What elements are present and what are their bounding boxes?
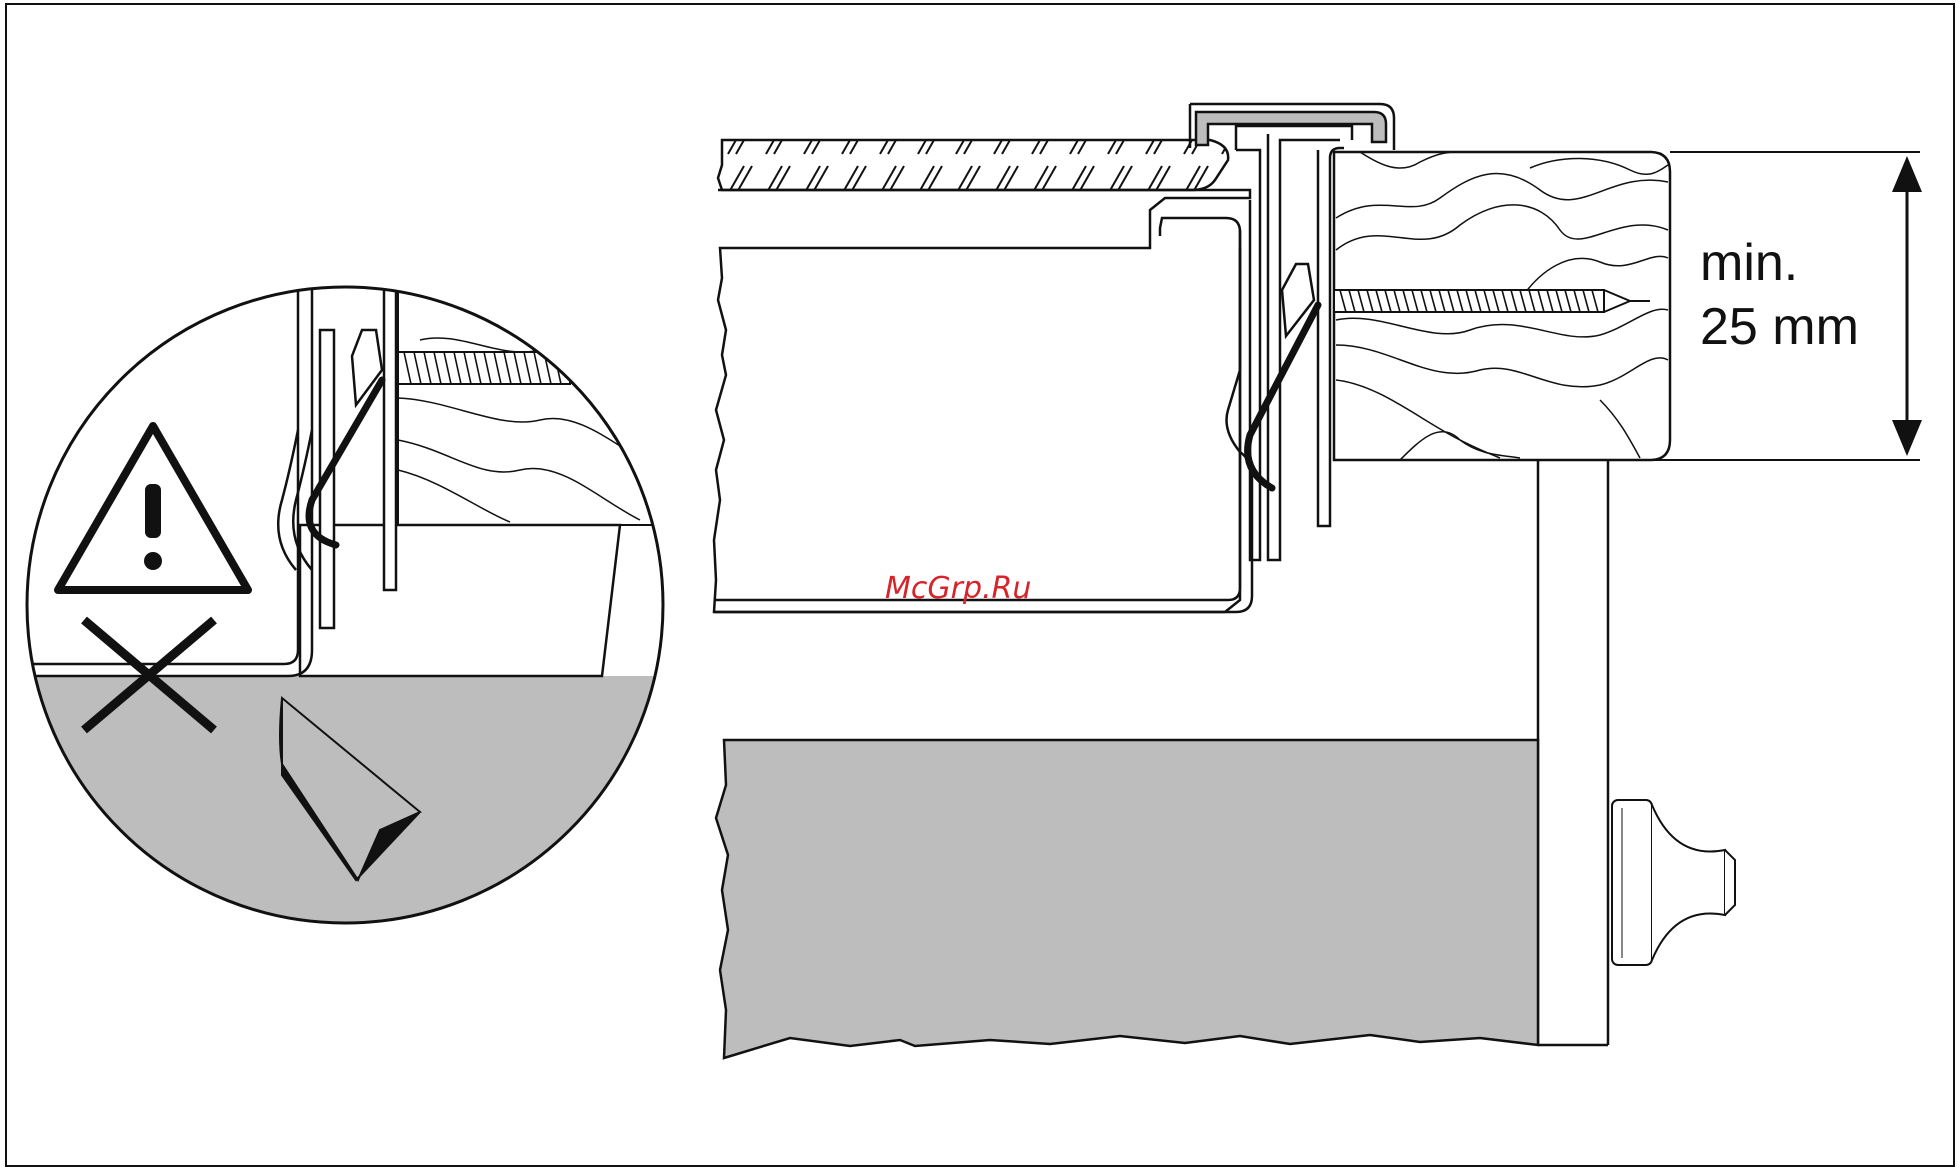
retaining-clip (1248, 305, 1318, 488)
dimension-arrow-down-icon (1892, 420, 1922, 456)
wood-screw (1334, 290, 1650, 312)
detail-gray-surface (20, 676, 680, 936)
main-cross-section: min. 25 mm McGrp.Ru (714, 104, 1922, 1058)
detail-magnifier (20, 287, 700, 936)
cabinet-side-panel (1538, 460, 1608, 1045)
detail-wood (398, 290, 700, 525)
upper-panel (714, 190, 1250, 612)
countertop-slab (718, 140, 1228, 190)
dimension-arrow-up-icon (1892, 156, 1922, 192)
dimension-label-line1: min. (1700, 234, 1798, 292)
drawer-bottom (714, 218, 1240, 600)
dimension-label-line2: 25 mm (1700, 298, 1859, 356)
knob-icon (1612, 800, 1735, 965)
warning-triangle-icon (58, 426, 248, 590)
watermark-text: McGrp.Ru (885, 571, 1031, 606)
drawer-front-panel (716, 740, 1538, 1058)
detail-worktop-slab (300, 525, 620, 676)
drawer-bottom-inner (714, 230, 1252, 612)
